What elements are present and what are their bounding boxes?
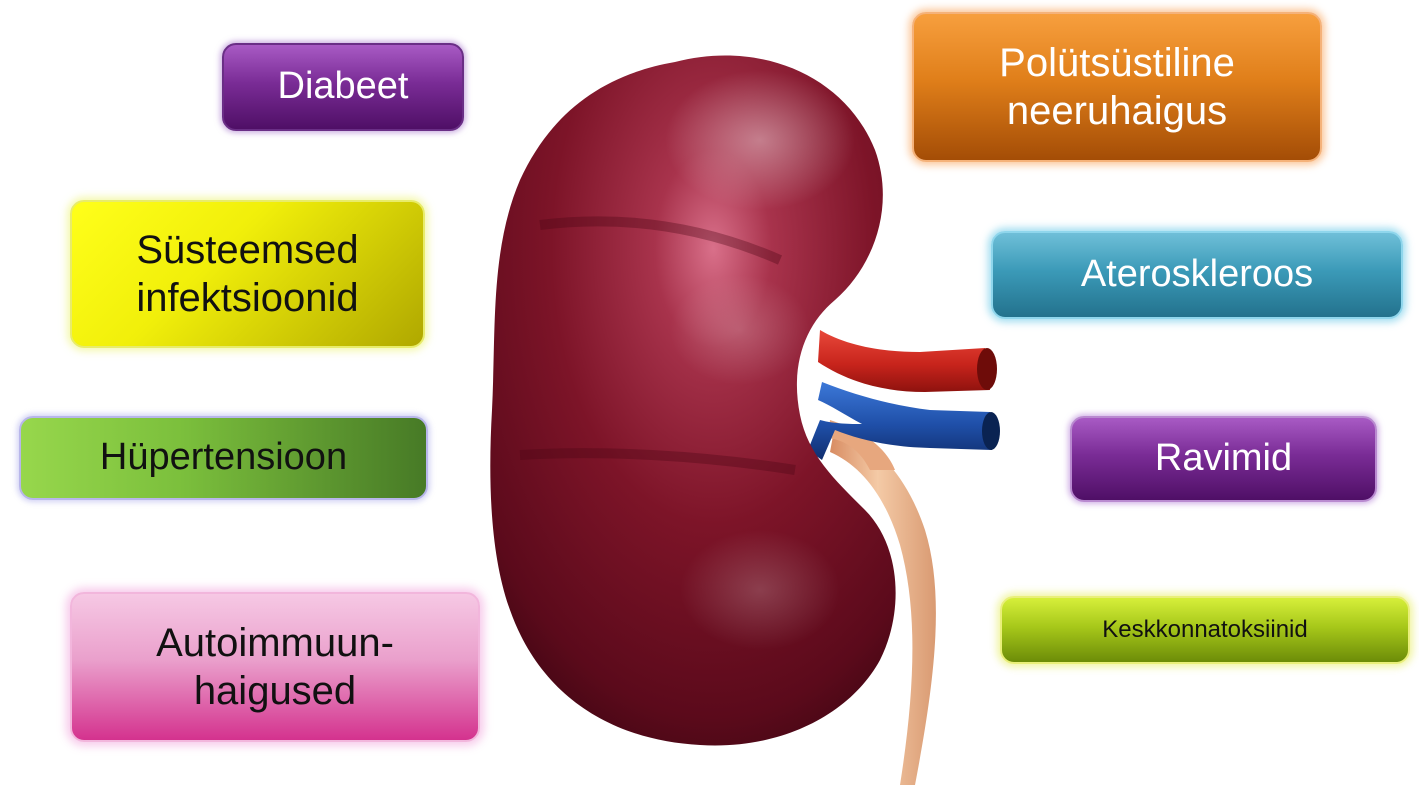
autoimmune-label-line2: haigused <box>156 667 394 715</box>
systemic-infections-label-line1: Süsteemsed <box>136 226 358 274</box>
hypertension-label: Hüpertensioon <box>100 435 347 481</box>
autoimmune-box: Autoimmuun- haigused <box>70 592 480 742</box>
environmental-toxins-box: Keskkonnatoksiinid <box>1000 596 1410 664</box>
polycystic-kidney-disease-box: Polütsüstiline neeruhaigus <box>912 12 1322 162</box>
diabetes-label: Diabeet <box>278 64 409 110</box>
systemic-infections-box: Süsteemsed infektsioonid <box>70 200 425 348</box>
atherosclerosis-box: Ateroskleroos <box>991 231 1403 319</box>
autoimmune-label-line1: Autoimmuun- <box>156 619 394 667</box>
renal-artery <box>818 330 990 392</box>
hypertension-box: Hüpertensioon <box>19 416 428 500</box>
pkd-label-line1: Polütsüstiline <box>999 39 1235 87</box>
atherosclerosis-label: Ateroskleroos <box>1081 252 1313 298</box>
medications-label: Ravimid <box>1155 436 1292 482</box>
medications-box: Ravimid <box>1070 416 1377 502</box>
pkd-label-line2: neeruhaigus <box>999 87 1235 135</box>
systemic-infections-label-line2: infektsioonid <box>136 274 358 322</box>
diabetes-box: Diabeet <box>222 43 464 131</box>
environmental-toxins-label: Keskkonnatoksiinid <box>1102 616 1307 645</box>
